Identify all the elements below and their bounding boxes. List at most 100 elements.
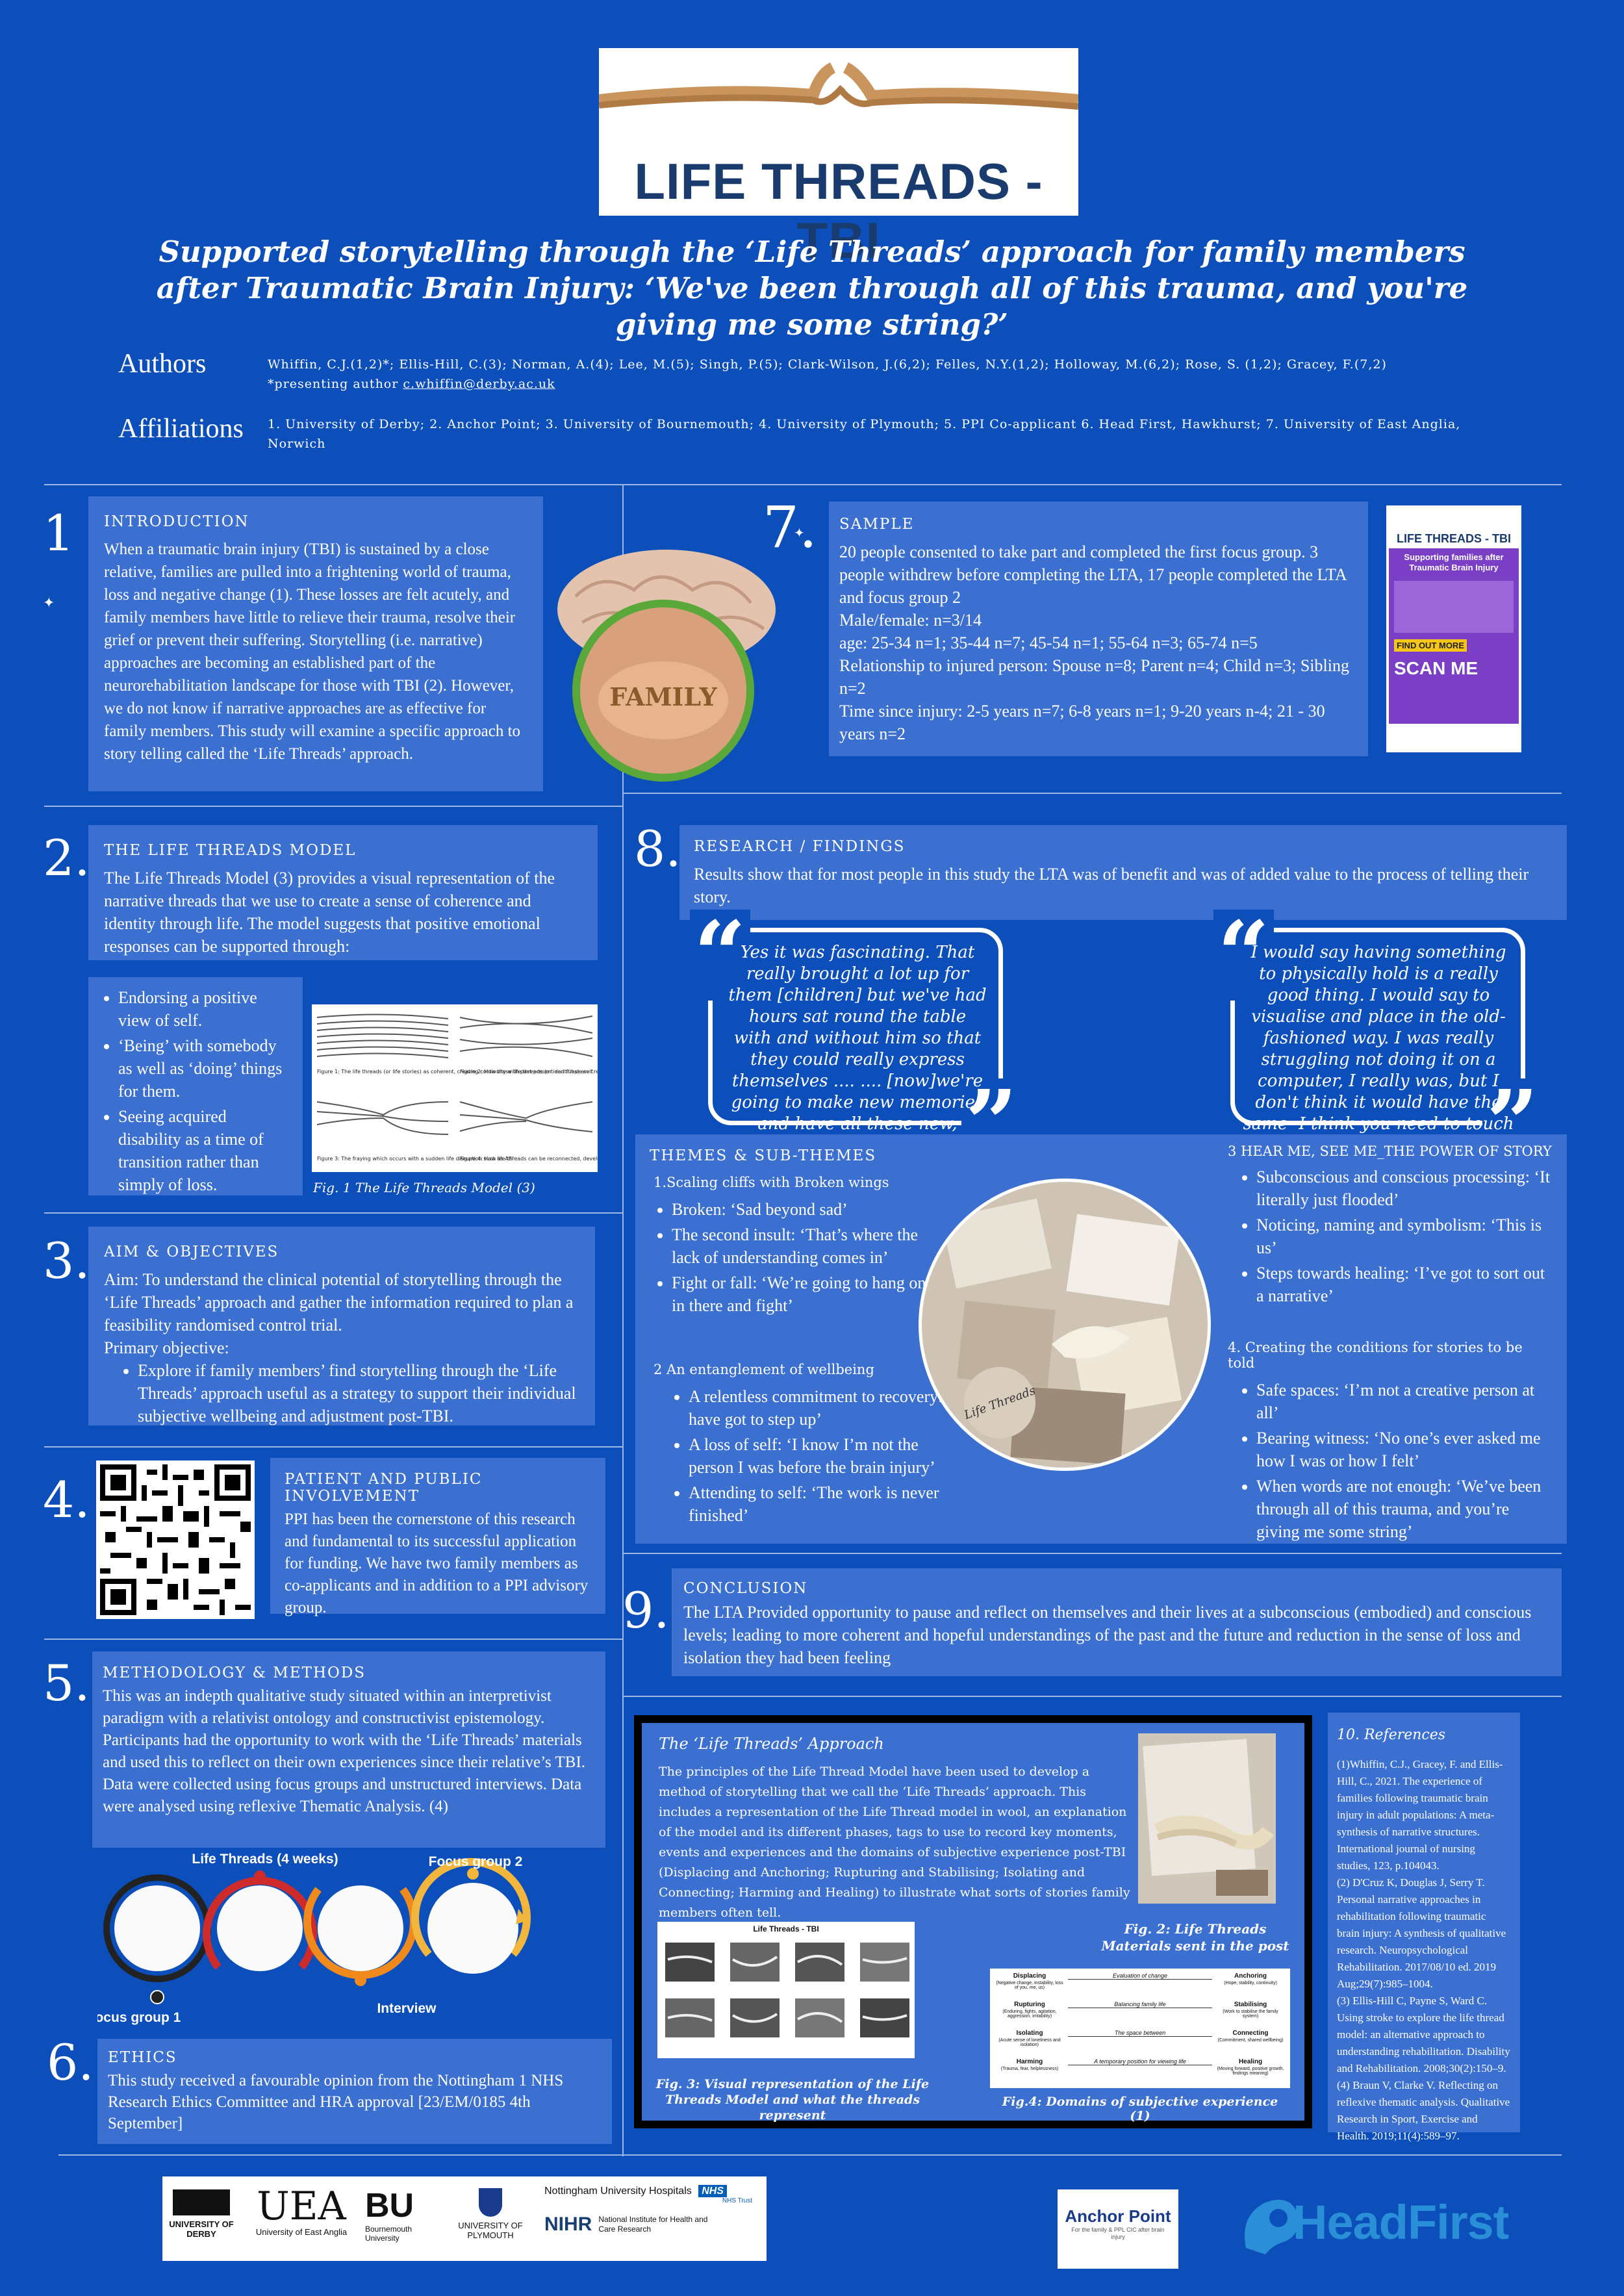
flyer-scan: SCAN ME bbox=[1394, 658, 1478, 678]
conclusion-text: The LTA Provided opportunity to pause an… bbox=[683, 1603, 1532, 1667]
plymouth-crest-icon bbox=[479, 2188, 502, 2217]
list-item: Seeing acquired disability as a time of … bbox=[118, 1105, 291, 1196]
divider bbox=[622, 1553, 1562, 1554]
headfirst-logo: HeadFirst bbox=[1233, 2187, 1545, 2265]
model-bullet-list: Endorsing a positive view of self. ‘Bein… bbox=[100, 986, 291, 1196]
reference-item: (3) Ellis-Hill C, Payne S, Ward C. Using… bbox=[1337, 1995, 1510, 2074]
email-link[interactable]: c.whiffin@derby.ac.uk bbox=[403, 377, 555, 391]
figure-label: Figure 1: The life threads (or life stor… bbox=[317, 1069, 592, 1075]
nihr-mark: NIHR bbox=[544, 2213, 592, 2235]
threads-model-figure: Life Threads - TBI bbox=[657, 1922, 915, 2058]
domain-mid: The space between bbox=[1068, 2030, 1212, 2037]
list-item: Noticing, naming and symbolism: ‘This is… bbox=[1256, 1214, 1553, 1259]
section-title: INTRODUCTION bbox=[104, 513, 249, 530]
open-quote-icon: “ bbox=[1213, 910, 1274, 1001]
flyer-subtitle: Supporting families after Traumatic Brai… bbox=[1404, 552, 1504, 572]
intro-box: INTRODUCTION When a traumatic brain inju… bbox=[88, 496, 543, 791]
domain-right-sub: (Moving forward, positive growth, findin… bbox=[1217, 2067, 1284, 2076]
reference-item: (2) D'Cruz K, Douglas J, Serry T. Person… bbox=[1337, 1876, 1506, 1990]
section-title: ETHICS bbox=[108, 2049, 177, 2066]
list-item: A relentless commitment to recovery: ‘I … bbox=[689, 1385, 959, 1431]
open-quote-icon: “ bbox=[690, 910, 750, 1001]
timeline-label: Focus group 1 bbox=[97, 2010, 181, 2025]
bu-mark: BU bbox=[365, 2187, 414, 2225]
domain-row: Displacing (Negative change, instability… bbox=[990, 1972, 1290, 2000]
figure-label: Figure 4: How life threads can be reconn… bbox=[460, 1156, 598, 1162]
sample-line: 20 people consented to take part and com… bbox=[839, 542, 1347, 607]
divider bbox=[44, 1639, 622, 1640]
theme-4: 4. Creating the conditions for stories t… bbox=[1228, 1340, 1553, 1546]
domain-left: Rupturing bbox=[1014, 2001, 1045, 2008]
domain-row: Isolating (Acute sense of loneliness and… bbox=[990, 2030, 1290, 2057]
partner-logos: UNIVERSITY OF DERBY UEA University of Ea… bbox=[162, 2176, 767, 2261]
figure-title: Life Threads - TBI bbox=[753, 1924, 819, 1933]
headfirst-icon bbox=[1245, 2199, 1299, 2254]
derby-icon bbox=[173, 2189, 230, 2215]
findings-text: Results show that for most people in thi… bbox=[694, 865, 1529, 906]
domain-right: Anchoring bbox=[1234, 1972, 1267, 1980]
timeline-graphic: Life Threads (4 weeks) Focus group 2 Foc… bbox=[87, 1852, 531, 2025]
sample-line: Time since injury: 2-5 years n=7; 6-8 ye… bbox=[839, 702, 1325, 743]
figure-caption: Fig.4: Domains of subjective experience … bbox=[1002, 2095, 1278, 2123]
flyer-header: LIFE THREADS - TBI bbox=[1389, 508, 1519, 548]
theme-list: Safe spaces: ‘I’m not a creative person … bbox=[1228, 1379, 1553, 1543]
section-number: 1 bbox=[43, 504, 75, 562]
aim-box: AIM & OBJECTIVES Aim: To understand the … bbox=[88, 1227, 595, 1425]
family-word: FAMILY bbox=[609, 682, 717, 711]
quote-text: Yes it was fascinating. That really brou… bbox=[728, 943, 987, 1155]
ethics-text: This study received a favourable opinion… bbox=[108, 2072, 564, 2132]
divider bbox=[44, 484, 1562, 485]
references-box: 10. References (1)Whiffin, C.J., Gracey,… bbox=[1328, 1713, 1520, 2142]
methods-text: This was an indepth qualitative study si… bbox=[103, 1687, 586, 1815]
list-item: Fight or fall: ‘We’re going to hang on i… bbox=[672, 1271, 926, 1317]
list-item: Steps towards healing: ‘I’ve got to sort… bbox=[1256, 1262, 1553, 1307]
authors-label: Authors bbox=[118, 349, 207, 379]
domain-right: Healing bbox=[1238, 2058, 1263, 2065]
list-item: Attending to self: ‘The work is never fi… bbox=[689, 1481, 959, 1527]
section-title: THEMES & SUB-THEMES bbox=[650, 1147, 877, 1164]
approach-title: The ‘Life Threads’ Approach bbox=[659, 1735, 884, 1753]
domain-right-sub: (Commitment, shared wellbeing) bbox=[1217, 2038, 1284, 2043]
domain-mid: Evaluation of change bbox=[1068, 1972, 1212, 1980]
domain-mid: Balancing family life bbox=[1068, 2001, 1212, 2008]
list-item: When words are not enough: ‘We’ve been t… bbox=[1256, 1475, 1553, 1543]
list-item: Subconscious and conscious processing: ‘… bbox=[1256, 1166, 1553, 1211]
domain-left: Isolating bbox=[1016, 2030, 1043, 2037]
qr-pattern bbox=[100, 1464, 251, 1615]
sample-line: Relationship to injured person: Spouse n… bbox=[839, 656, 1349, 698]
nihr-label: National Institute for Health and Care R… bbox=[598, 2215, 708, 2234]
section-title: PATIENT AND PUBLIC INVOLVEMENT bbox=[285, 1471, 483, 1505]
quote-text: I would say having something to physical… bbox=[1243, 943, 1514, 1155]
domain-right-sub: (Work to stabilise the family system) bbox=[1223, 2009, 1278, 2019]
theme-1: 1.Scaling cliffs with Broken wings Broke… bbox=[653, 1175, 926, 1320]
nhs-trust-label: NHS Trust bbox=[722, 2197, 752, 2204]
aim-text: Aim: To understand the clinical potentia… bbox=[104, 1270, 574, 1334]
list-item: Explore if family members’ find storytel… bbox=[138, 1359, 579, 1427]
references-title: 10. References bbox=[1337, 1727, 1446, 1743]
section-title: AIM & OBJECTIVES bbox=[104, 1244, 279, 1260]
section-number: 7. bbox=[763, 494, 817, 561]
list-item: Safe spaces: ‘I’m not a creative person … bbox=[1256, 1379, 1553, 1424]
uea-label: University of East Anglia bbox=[255, 2227, 348, 2237]
timeline-label: Interview bbox=[377, 2001, 437, 2016]
section-title: SAMPLE bbox=[839, 516, 915, 533]
recruitment-flyer: LIFE THREADS - TBI Supporting families a… bbox=[1386, 505, 1521, 752]
model-box: THE LIFE THREADS MODEL The Life Threads … bbox=[88, 825, 598, 960]
methods-box: METHODOLOGY & METHODS This was an indept… bbox=[92, 1652, 605, 1848]
theme-list: Subconscious and conscious processing: ‘… bbox=[1228, 1166, 1553, 1307]
list-item: Endorsing a positive view of self. bbox=[118, 986, 291, 1032]
quote-frame bbox=[708, 928, 1003, 1125]
bu-label: Bournemouth University bbox=[365, 2225, 412, 2243]
theme-title: 3 HEAR ME, SEE ME_THE POWER OF STORY bbox=[1228, 1143, 1552, 1159]
section-number: 3. bbox=[43, 1232, 90, 1290]
divider bbox=[622, 793, 1562, 794]
domain-right: Connecting bbox=[1232, 2030, 1269, 2037]
affiliations: 1. University of Derby; 2. Anchor Point;… bbox=[268, 417, 1461, 451]
domain-right-sub: (Hope, stability, continuity) bbox=[1224, 1981, 1277, 1985]
plymouth-label: UNIVERSITY OF PLYMOUTH bbox=[458, 2221, 523, 2240]
section-number: 2. bbox=[43, 829, 90, 887]
flyer-logos bbox=[1389, 724, 1519, 750]
list-item: Broken: ‘Sad beyond sad’ bbox=[672, 1198, 926, 1221]
divider bbox=[58, 2154, 1562, 2156]
ppi-box: PATIENT AND PUBLIC INVOLVEMENT PPI has b… bbox=[270, 1458, 605, 1616]
